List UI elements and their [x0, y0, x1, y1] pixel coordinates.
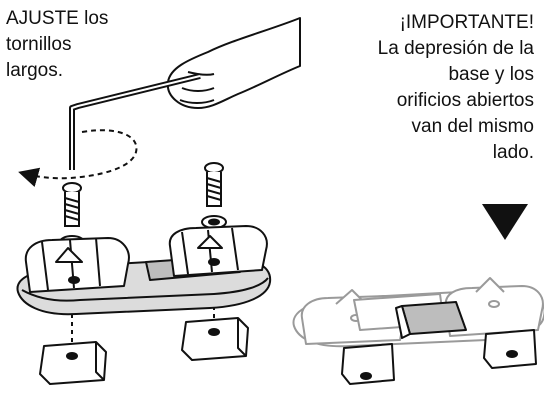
open-holes-clips — [341, 329, 537, 385]
pointer-triangle-icon — [482, 204, 528, 240]
recess-highlight — [395, 301, 467, 339]
clip-left — [39, 341, 107, 385]
important-title: ¡IMPORTANTE! — [399, 12, 534, 33]
instruction-text: AJUSTE los tornillos largos. — [6, 8, 109, 81]
screw-right — [201, 162, 227, 229]
rotation-arrow-icon — [18, 129, 138, 188]
important-note: ¡IMPORTANTE! La depresión de la base y l… — [294, 10, 534, 166]
important-body: La depresión de la base y los orificios … — [377, 38, 534, 163]
clip-right — [181, 317, 249, 361]
foot-base-left — [16, 225, 272, 316]
hand-icon — [166, 17, 301, 109]
